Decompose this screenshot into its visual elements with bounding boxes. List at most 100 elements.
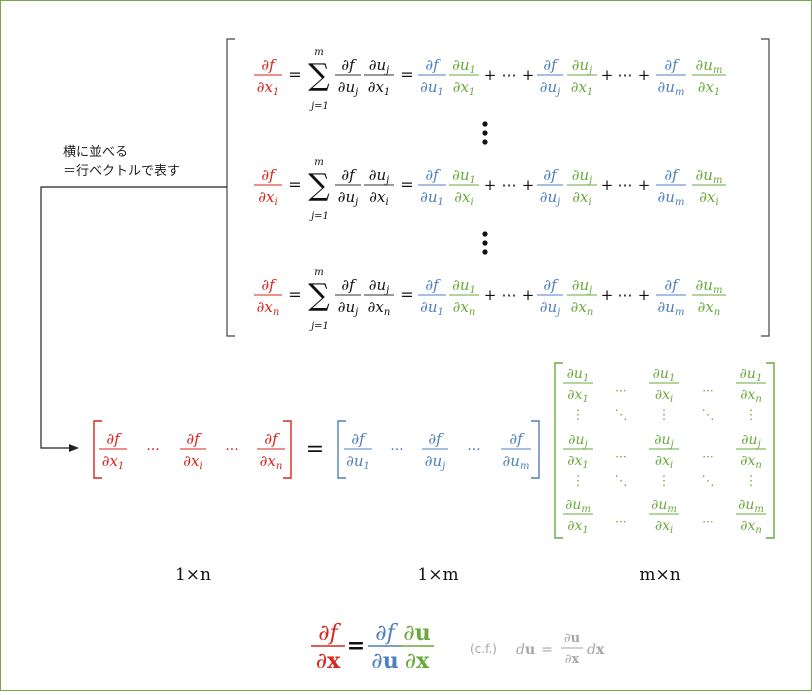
math-text: ⋯ (618, 176, 633, 194)
math-text: ∂u1 (452, 166, 476, 186)
vertical-dots-icon (482, 121, 488, 145)
component-row-0: ∂f∂x1=∑mj=1∂f∂uj∂uj∂x1=∂f∂u1∂u1∂x1+⋯+∂f∂… (254, 47, 726, 112)
lhs-fraction: ∂f∂x1 (254, 56, 282, 98)
math-text: ··· (702, 384, 713, 398)
right-bracket (761, 38, 770, 337)
math-text: ∂f (341, 166, 357, 184)
math-text: ∂x1 (453, 78, 476, 98)
math-text: ∂f (106, 430, 122, 448)
math-text: ⋱ (615, 408, 628, 423)
math-text: ··· (615, 450, 626, 464)
fraction: ∂um∂xn (736, 497, 766, 536)
math-text: ∂f (186, 430, 202, 448)
math-text: + (638, 66, 651, 84)
math-text: ∂f (261, 166, 277, 184)
math-text: ∂xn (740, 387, 762, 405)
math-text: ∂xn (257, 298, 280, 318)
final-chain-rule: ∂f∂x=∂f∂u∂u∂x(c.f.)du=∂u∂xdx (311, 620, 605, 674)
math-text: = (400, 65, 413, 84)
math-text: ∂uj (540, 188, 561, 208)
fraction: ∂uj ∂x1 (563, 432, 593, 471)
math-text: ∂um (658, 188, 685, 208)
math-text: j=1 (309, 321, 329, 332)
math-text: ∂um (658, 298, 685, 318)
component-row-2: ∂f∂xn=∑mj=1∂f∂uj∂uj∂xn=∂f∂u1∂u1∂xn+⋯+∂f∂… (254, 267, 726, 332)
math-text: ∂u1 (740, 366, 763, 384)
fraction: ∂uj∂xi (364, 166, 394, 208)
fraction: ∂um∂xi (692, 166, 726, 208)
math-text: ∂xi (258, 188, 277, 208)
math-text: ∂xn (453, 298, 476, 318)
fraction: ∂f∂um (656, 56, 686, 98)
math-text: = (288, 65, 301, 84)
math-text: ∂f (261, 56, 277, 74)
fraction: ∂u1 ∂xn (736, 366, 766, 405)
math-text: ··· (146, 442, 159, 458)
math-text: ∂f (341, 276, 357, 294)
fraction: ∂u1∂x1 (563, 366, 593, 405)
math-text: ∂uj (369, 56, 390, 76)
math-text: ∂x1 (567, 387, 589, 405)
math-text: + (601, 176, 614, 194)
math-text: = (288, 175, 301, 194)
math-text: ··· (467, 442, 480, 458)
math-text: ∂xi (655, 387, 673, 405)
math-text: ∂x1 (567, 453, 589, 471)
math-text: + (484, 286, 497, 304)
fraction: ∂uj∂xn (567, 276, 597, 318)
fraction: ∂um∂x1 (563, 497, 593, 536)
fraction: ∂f∂uj (335, 56, 361, 98)
fraction: ∂f∂um (656, 166, 686, 208)
math-text: ∂x1 (567, 518, 589, 536)
math-text: ∂x1 (102, 452, 125, 472)
math-text: ∂uj (540, 78, 561, 98)
math-text: ⋯ (502, 176, 517, 194)
right-bracket (531, 420, 540, 479)
fraction: ∂f∂uj (537, 166, 563, 208)
fraction: ∂uj∂xi (567, 166, 597, 208)
math-text: ⋮ (572, 474, 585, 489)
vertical-dots-icon (482, 231, 488, 255)
math-text: ∂x1 (698, 78, 721, 98)
fraction: ∂f∂u1 (418, 166, 446, 208)
math-text: ∂f (664, 276, 680, 294)
arrow-head-icon (69, 444, 79, 452)
math-text: m (314, 157, 323, 168)
math-text: ∂uj (572, 166, 593, 186)
math-text: + (484, 66, 497, 84)
math-text: ∂uj (338, 298, 359, 318)
math-text: + (601, 66, 614, 84)
math-text: ⋯ (618, 66, 633, 84)
right-bracket (283, 420, 292, 479)
math-text: ∂uj (568, 432, 587, 450)
math-text: = (288, 285, 301, 304)
dimension-jacobian: m×n (639, 565, 680, 585)
fraction: ∂f∂um (501, 430, 531, 472)
math-text: ∂xi (655, 518, 673, 536)
fraction: ∂f ∂x1 (99, 430, 127, 472)
math-text: ∂u1 (346, 452, 370, 472)
cf-equals: = (541, 642, 553, 658)
fraction: ∂u1∂xn (449, 276, 479, 318)
math-text: j=1 (309, 211, 329, 222)
math-text: ∂uj (572, 56, 593, 76)
math-text: + (522, 176, 535, 194)
fraction: ∂f ∂um (656, 276, 686, 318)
left-bracket (93, 420, 102, 479)
math-text: ··· (702, 515, 713, 529)
sigma-icon: ∑ (308, 58, 330, 93)
fraction: ∂uj∂xi (649, 432, 679, 471)
math-text: ··· (615, 384, 626, 398)
math-text: ∂f (425, 276, 441, 294)
math-text: ∂xi (699, 188, 718, 208)
math-text: ⋱ (702, 408, 715, 423)
math-text: ∂f (543, 56, 559, 74)
cf-text: du (516, 642, 535, 658)
math-text: ∂xn (740, 453, 762, 471)
cf-text: dx (587, 642, 605, 658)
math-text: ⋯ (618, 286, 633, 304)
math-text: ∂uj (369, 166, 390, 186)
